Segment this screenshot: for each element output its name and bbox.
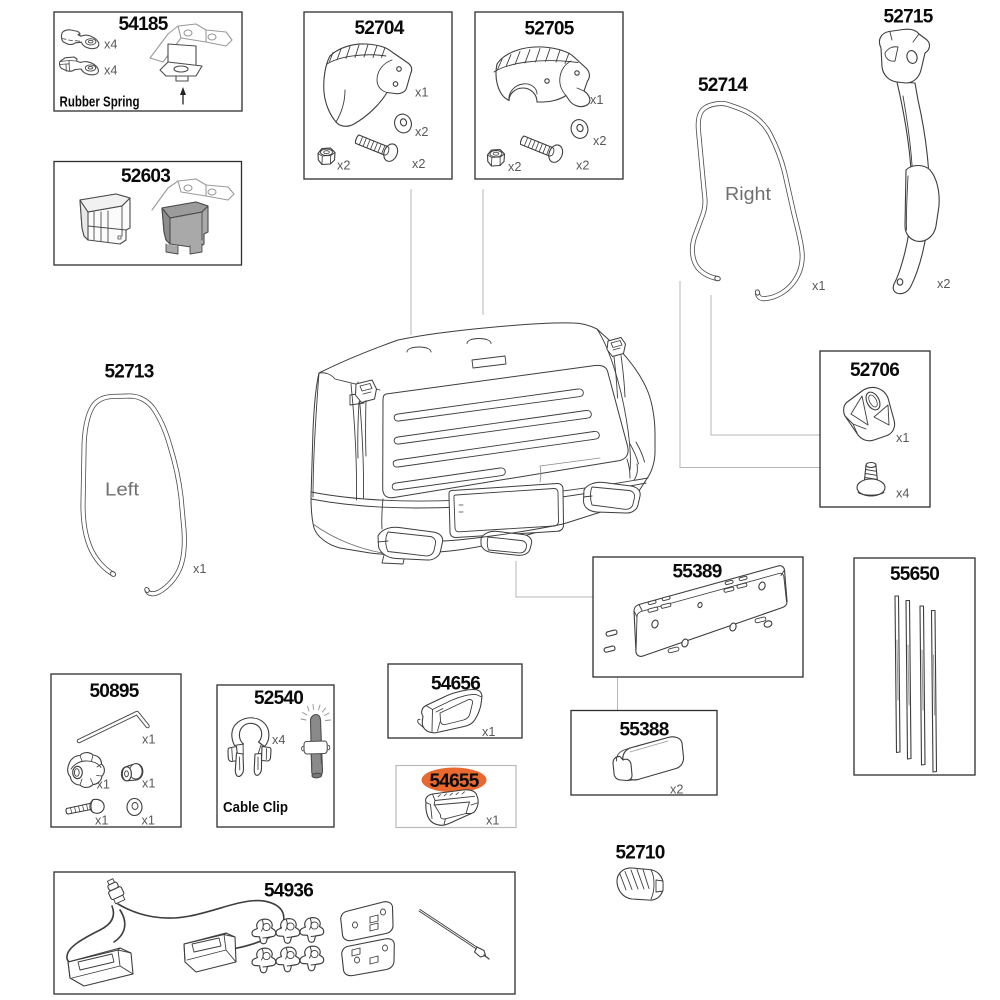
svg-text:52715: 52715 xyxy=(883,7,933,28)
svg-text:x1: x1 xyxy=(142,733,155,747)
svg-text:Cable Clip: Cable Clip xyxy=(223,800,288,816)
svg-text:52706: 52706 xyxy=(850,360,899,381)
svg-text:54655: 54655 xyxy=(429,771,479,792)
svg-text:55650: 55650 xyxy=(890,564,939,585)
svg-text:x1: x1 xyxy=(415,86,428,100)
svg-text:x4: x4 xyxy=(272,733,285,747)
svg-text:54185: 54185 xyxy=(118,14,168,35)
svg-text:x1: x1 xyxy=(95,814,108,828)
svg-text:Right: Right xyxy=(725,184,771,204)
svg-text:x1: x1 xyxy=(486,814,499,828)
svg-text:x2: x2 xyxy=(576,159,589,173)
svg-text:x2: x2 xyxy=(415,125,428,139)
svg-text:52714: 52714 xyxy=(698,75,748,96)
svg-text:x2: x2 xyxy=(593,134,606,148)
svg-text:54936: 54936 xyxy=(264,881,313,902)
svg-text:55388: 55388 xyxy=(619,720,668,741)
svg-text:x2: x2 xyxy=(337,159,350,173)
svg-text:x1: x1 xyxy=(142,777,155,791)
svg-text:52705: 52705 xyxy=(524,19,574,40)
svg-text:x2: x2 xyxy=(508,160,521,174)
svg-text:54656: 54656 xyxy=(431,674,480,695)
svg-text:50895: 50895 xyxy=(89,681,139,702)
svg-text:52710: 52710 xyxy=(615,843,664,864)
svg-text:x4: x4 xyxy=(104,38,117,52)
svg-text:x1: x1 xyxy=(142,814,155,828)
svg-text:x1: x1 xyxy=(812,279,825,293)
svg-text:x1: x1 xyxy=(896,431,909,445)
svg-text:x2: x2 xyxy=(670,783,683,797)
svg-text:Rubber Spring: Rubber Spring xyxy=(60,95,140,111)
svg-text:x1: x1 xyxy=(482,725,495,739)
svg-text:x2: x2 xyxy=(937,277,950,291)
svg-text:x4: x4 xyxy=(896,487,909,501)
svg-text:55389: 55389 xyxy=(672,562,721,583)
svg-text:x2: x2 xyxy=(412,157,425,171)
svg-text:Left: Left xyxy=(105,480,139,500)
svg-text:52713: 52713 xyxy=(104,362,153,383)
svg-text:x1: x1 xyxy=(193,562,206,576)
svg-text:52540: 52540 xyxy=(254,688,303,709)
svg-text:x1: x1 xyxy=(590,93,603,107)
svg-text:52603: 52603 xyxy=(121,166,170,187)
svg-text:x4: x4 xyxy=(104,64,117,78)
svg-text:52704: 52704 xyxy=(354,18,404,39)
